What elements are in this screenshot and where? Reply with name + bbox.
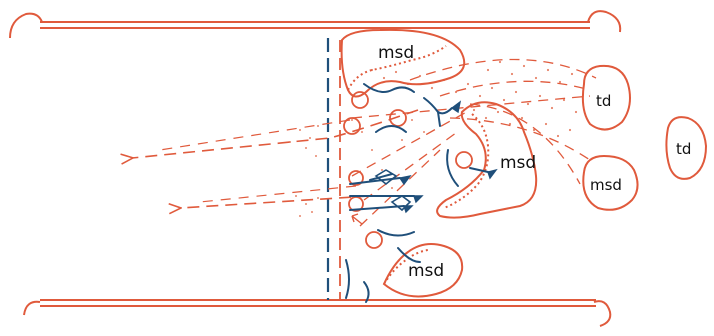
- left-arrow-lower: [180, 196, 370, 208]
- msd-right-label: msd: [500, 153, 536, 173]
- msd-far-label: msd: [590, 176, 622, 194]
- msd-bottom-label: msd: [408, 261, 444, 281]
- td-outer: td: [666, 117, 706, 179]
- td-outer-label: td: [676, 140, 691, 158]
- left-arrow-upper: [132, 110, 418, 158]
- msd-bottom: msd: [384, 244, 462, 296]
- td-upper: td: [583, 66, 630, 130]
- cell-circles: [344, 92, 472, 248]
- msd-far: msd: [583, 156, 637, 210]
- left-arrow-lower-edge: [200, 186, 356, 202]
- bottom-rail: [24, 300, 610, 326]
- td-upper-label: td: [596, 92, 611, 110]
- msd-top-label: msd: [378, 43, 414, 63]
- top-rail: [10, 11, 620, 38]
- dashed-rays: [352, 59, 596, 226]
- left-arrow-upper-edge: [160, 120, 350, 150]
- small-orange-arrow: [352, 214, 362, 224]
